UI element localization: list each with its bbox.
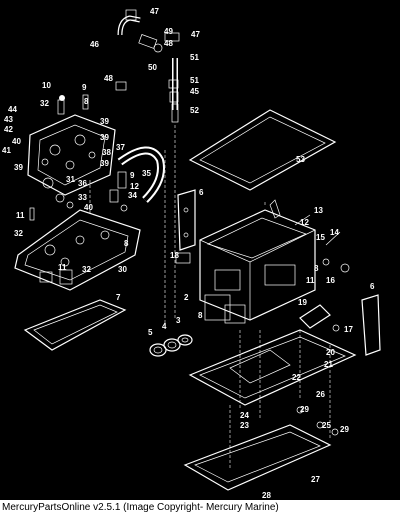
callout-53: 53 — [296, 155, 305, 164]
callout-32: 32 — [40, 99, 49, 108]
callout-18: 18 — [170, 251, 179, 260]
seals — [149, 334, 193, 357]
callout-30: 30 — [118, 265, 127, 274]
callout-50: 50 — [148, 63, 157, 72]
gasket-53 — [188, 109, 337, 191]
callout-21: 21 — [324, 360, 333, 369]
callout-41: 41 — [2, 146, 11, 155]
callout-48: 48 — [104, 74, 113, 83]
callout-10: 10 — [42, 81, 51, 90]
callout-5: 5 — [148, 328, 153, 337]
callout-39: 39 — [100, 159, 109, 168]
callout-15: 15 — [316, 233, 325, 242]
exploded-parts-diagram: 47 46 49 48 47 50 51 48 51 45 52 10 9 44… — [0, 0, 400, 500]
callout-32: 32 — [14, 229, 23, 238]
callout-8: 8 — [124, 239, 129, 248]
bottom-plate — [183, 406, 339, 491]
callout-29: 29 — [340, 425, 349, 434]
callout-17: 17 — [344, 325, 353, 334]
callout-3: 3 — [176, 316, 181, 325]
callout-37: 37 — [116, 143, 125, 152]
callout-16: 16 — [326, 276, 335, 285]
main-housing — [175, 199, 316, 324]
hose-assembly — [115, 9, 180, 123]
callout-24: 24 — [240, 411, 249, 420]
callout-34: 34 — [128, 191, 137, 200]
callout-26: 26 — [316, 390, 325, 399]
callout-40: 40 — [84, 203, 93, 212]
callout-4: 4 — [162, 322, 167, 331]
callout-12: 12 — [300, 218, 309, 227]
upper-cover-plate — [27, 94, 116, 196]
callout-38: 38 — [102, 148, 111, 157]
alignment-lines — [89, 125, 331, 470]
right-parts — [294, 214, 381, 356]
callout-47: 47 — [191, 30, 200, 39]
callout-47: 47 — [150, 7, 159, 16]
bracket-6-left — [177, 189, 196, 251]
callout-45: 45 — [190, 87, 199, 96]
small-parts — [29, 171, 128, 221]
callout-42: 42 — [4, 125, 13, 134]
callout-9: 9 — [130, 171, 135, 180]
callout-22: 22 — [292, 373, 301, 382]
footer-bar: MercuryPartsOnline v2.5.1 (Image Copyrig… — [0, 500, 400, 517]
callout-51: 51 — [190, 53, 199, 62]
callout-39: 39 — [100, 117, 109, 126]
callout-33: 33 — [78, 193, 87, 202]
callout-labels: 47 46 49 48 47 50 51 48 51 45 52 10 9 44… — [2, 7, 375, 500]
callout-7: 7 — [116, 293, 121, 302]
middle-base-plate — [14, 209, 141, 291]
callout-11: 11 — [16, 211, 25, 220]
callout-32: 32 — [82, 265, 91, 274]
callout-14: 14 — [330, 228, 339, 237]
callout-36: 36 — [78, 179, 87, 188]
callout-20: 20 — [326, 348, 335, 357]
callout-13: 13 — [314, 206, 323, 215]
callout-12: 12 — [130, 182, 139, 191]
callout-49: 49 — [164, 27, 173, 36]
gasket-7 — [23, 299, 127, 351]
callout-2: 2 — [184, 293, 189, 302]
callout-28: 28 — [262, 491, 271, 500]
callout-31: 31 — [66, 175, 75, 184]
callout-11: 11 — [58, 263, 67, 272]
callout-6: 6 — [370, 282, 375, 291]
callout-51: 51 — [190, 76, 199, 85]
callout-8: 8 — [84, 97, 89, 106]
callout-44: 44 — [8, 105, 17, 114]
hose-35 — [117, 146, 165, 203]
callout-43: 43 — [4, 115, 13, 124]
callout-6: 6 — [199, 188, 204, 197]
callout-39: 39 — [100, 133, 109, 142]
callout-48: 48 — [164, 39, 173, 48]
lower-cover — [188, 329, 357, 406]
callout-9: 9 — [82, 83, 87, 92]
callout-27: 27 — [311, 475, 320, 484]
callout-39: 39 — [14, 163, 23, 172]
callout-46: 46 — [90, 40, 99, 49]
callout-8: 8 — [314, 264, 319, 273]
callout-8: 8 — [198, 311, 203, 320]
callout-25: 25 — [322, 421, 331, 430]
callout-35: 35 — [142, 169, 151, 178]
callout-19: 19 — [298, 298, 307, 307]
callout-29: 29 — [300, 405, 309, 414]
copyright-caption: MercuryPartsOnline v2.5.1 (Image Copyrig… — [2, 502, 279, 513]
callout-23: 23 — [240, 421, 249, 430]
callout-40: 40 — [12, 137, 21, 146]
callout-11: 11 — [306, 276, 315, 285]
callout-52: 52 — [190, 106, 199, 115]
